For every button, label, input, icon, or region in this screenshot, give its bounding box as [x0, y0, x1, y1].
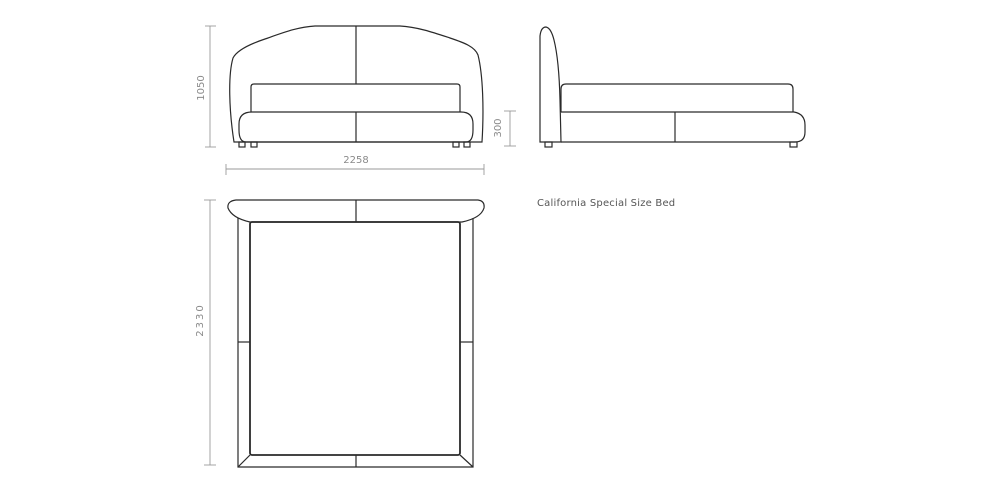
width-dimension: 2258 [225, 155, 485, 175]
side-headboard [539, 26, 562, 143]
top-view: 2330 [195, 199, 485, 468]
side-back-cushion [560, 83, 794, 112]
width-label: 2258 [343, 155, 368, 166]
side-foot [789, 141, 798, 148]
base-height-label: 300 [493, 118, 504, 137]
frame-corner [459, 454, 474, 468]
height-dimension: 1050 [196, 25, 216, 148]
height-label: 1050 [196, 75, 207, 100]
front-back-cushion [250, 83, 461, 112]
caption: California Special Size Bed [537, 198, 675, 209]
top-frame [237, 218, 474, 468]
front-view: 1050 2258 [196, 25, 485, 175]
side-view: 300 [493, 26, 806, 148]
top-headboard [227, 199, 485, 223]
front-base [238, 111, 474, 143]
side-foot [544, 141, 553, 148]
top-mattress [249, 221, 461, 456]
frame-corner [237, 454, 251, 468]
base-height-dimension: 300 [493, 110, 516, 147]
length-label: 2330 [195, 303, 206, 336]
side-base [561, 111, 806, 143]
front-headboard [229, 25, 484, 143]
front-feet [238, 141, 471, 148]
length-dimension: 2330 [195, 199, 216, 466]
